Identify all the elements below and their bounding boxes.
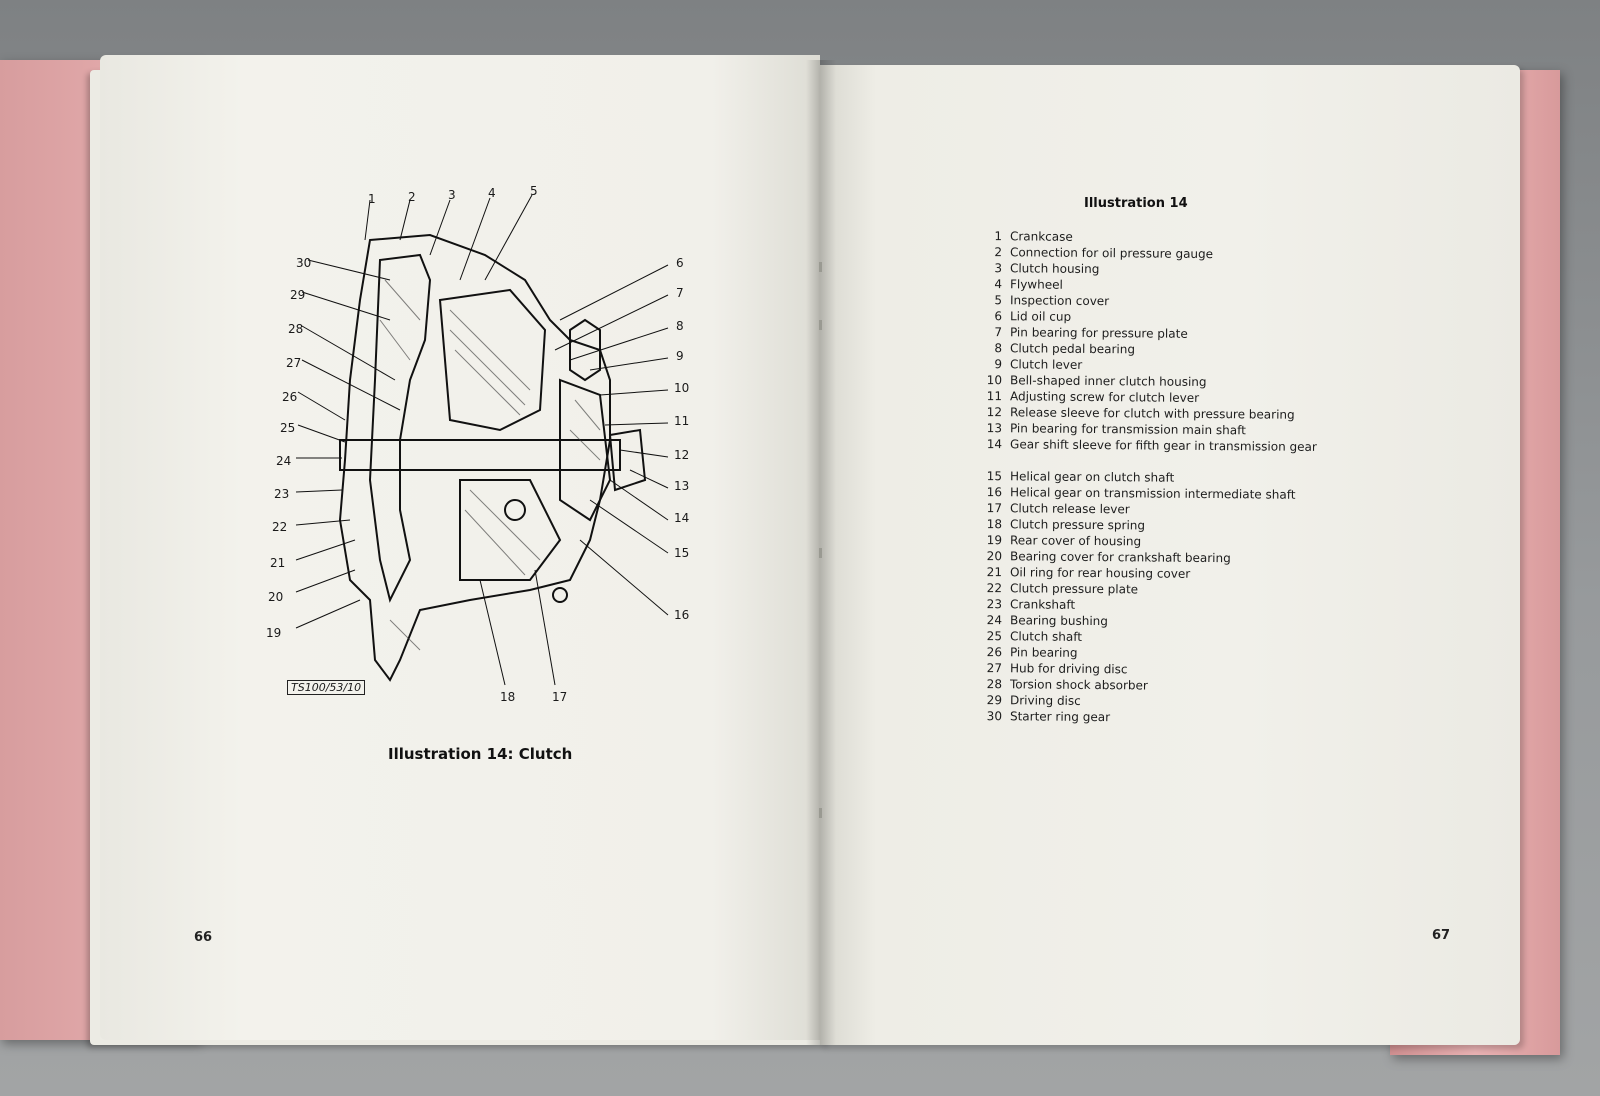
legend-item-number: 6 — [994, 309, 1003, 324]
callout-6: 6 — [676, 256, 684, 270]
callout-24: 24 — [276, 454, 292, 468]
legend-item-number: 26 — [986, 645, 1003, 660]
legend-item-number: 17 — [986, 501, 1003, 516]
legend-item-number: 30 — [986, 709, 1003, 724]
legend-item-number: 28 — [986, 677, 1003, 692]
legend-item-number: 23 — [986, 597, 1003, 612]
legend-item-number: 12 — [986, 405, 1003, 420]
callout-30: 30 — [296, 256, 312, 270]
callout-27: 27 — [286, 356, 302, 370]
callout-14: 14 — [674, 511, 690, 525]
callout-3: 3 — [448, 188, 456, 202]
callout-2: 2 — [408, 190, 416, 204]
page-number-left: 66 — [194, 930, 213, 945]
callout-21: 21 — [270, 556, 286, 570]
figure-caption: Illustration 14: Clutch — [388, 745, 573, 763]
legend-item-number: 14 — [986, 437, 1003, 452]
callout-17: 17 — [552, 690, 568, 704]
legend-item-number: 21 — [986, 565, 1003, 580]
legend-item: 30 Starter ring gear — [978, 708, 1338, 727]
legend-item-number: 2 — [994, 245, 1003, 260]
callout-12: 12 — [674, 448, 690, 462]
callout-25: 25 — [280, 421, 296, 435]
callout-29: 29 — [290, 288, 306, 302]
legend-item-number: 13 — [986, 421, 1003, 436]
legend-item-number: 7 — [994, 325, 1003, 340]
callout-22: 22 — [272, 520, 288, 534]
page-number-right: 67 — [1432, 928, 1451, 943]
legend-item-number: 25 — [986, 629, 1003, 644]
legend-item-number: 24 — [986, 613, 1003, 628]
legend-item-number: 22 — [986, 581, 1003, 596]
legend-item: 14 Gear shift sleeve for fifth gear in tr… — [978, 436, 1338, 471]
callout-18: 18 — [500, 690, 516, 704]
callout-9: 9 — [676, 349, 684, 363]
callout-1: 1 — [368, 192, 376, 206]
legend-item-number: 18 — [986, 517, 1003, 532]
legend-item-number: 15 — [986, 469, 1003, 484]
legend-item-number: 4 — [994, 277, 1003, 292]
legend-item-number: 3 — [994, 261, 1003, 276]
binding-stitch — [819, 808, 822, 818]
callout-13: 13 — [674, 479, 690, 493]
legend-item-number: 9 — [994, 357, 1003, 372]
callout-15: 15 — [674, 546, 690, 560]
legend-item-number: 20 — [986, 549, 1003, 564]
callout-28: 28 — [288, 322, 304, 336]
figure-code: TS100/53/10 — [287, 680, 366, 695]
legend-item-number: 5 — [994, 293, 1003, 308]
legend-item-number: 11 — [986, 389, 1003, 404]
legend-item-text: Gear shift sleeve for fifth gear in tran… — [1010, 437, 1317, 454]
callout-4: 4 — [488, 186, 496, 200]
clutch-cross-section-drawing — [295, 194, 669, 686]
legend-item-number: 10 — [986, 373, 1003, 388]
legend-item-number: 16 — [986, 485, 1003, 500]
callout-11: 11 — [674, 414, 690, 428]
binding-stitch — [819, 320, 822, 330]
legend-item-number: 29 — [986, 693, 1003, 708]
binding-stitch — [819, 548, 822, 558]
callout-26: 26 — [282, 390, 298, 404]
right-page — [820, 65, 1520, 1045]
callout-5: 5 — [530, 184, 538, 198]
binding-stitch — [819, 262, 822, 272]
callout-7: 7 — [676, 286, 684, 300]
callout-10: 10 — [674, 381, 690, 395]
legend-item-number: 27 — [986, 661, 1003, 676]
legend-item-number: 8 — [994, 341, 1003, 356]
legend-item-number: 19 — [986, 533, 1003, 548]
callout-20: 20 — [268, 590, 284, 604]
callout-19: 19 — [266, 626, 282, 640]
legend-item-text: Starter ring gear — [1009, 709, 1111, 725]
callout-23: 23 — [274, 487, 290, 501]
callout-8: 8 — [676, 319, 684, 333]
legend-item-number: 1 — [994, 229, 1003, 244]
callout-16: 16 — [674, 608, 690, 622]
legend-title: Illustration 14 — [1084, 196, 1188, 211]
